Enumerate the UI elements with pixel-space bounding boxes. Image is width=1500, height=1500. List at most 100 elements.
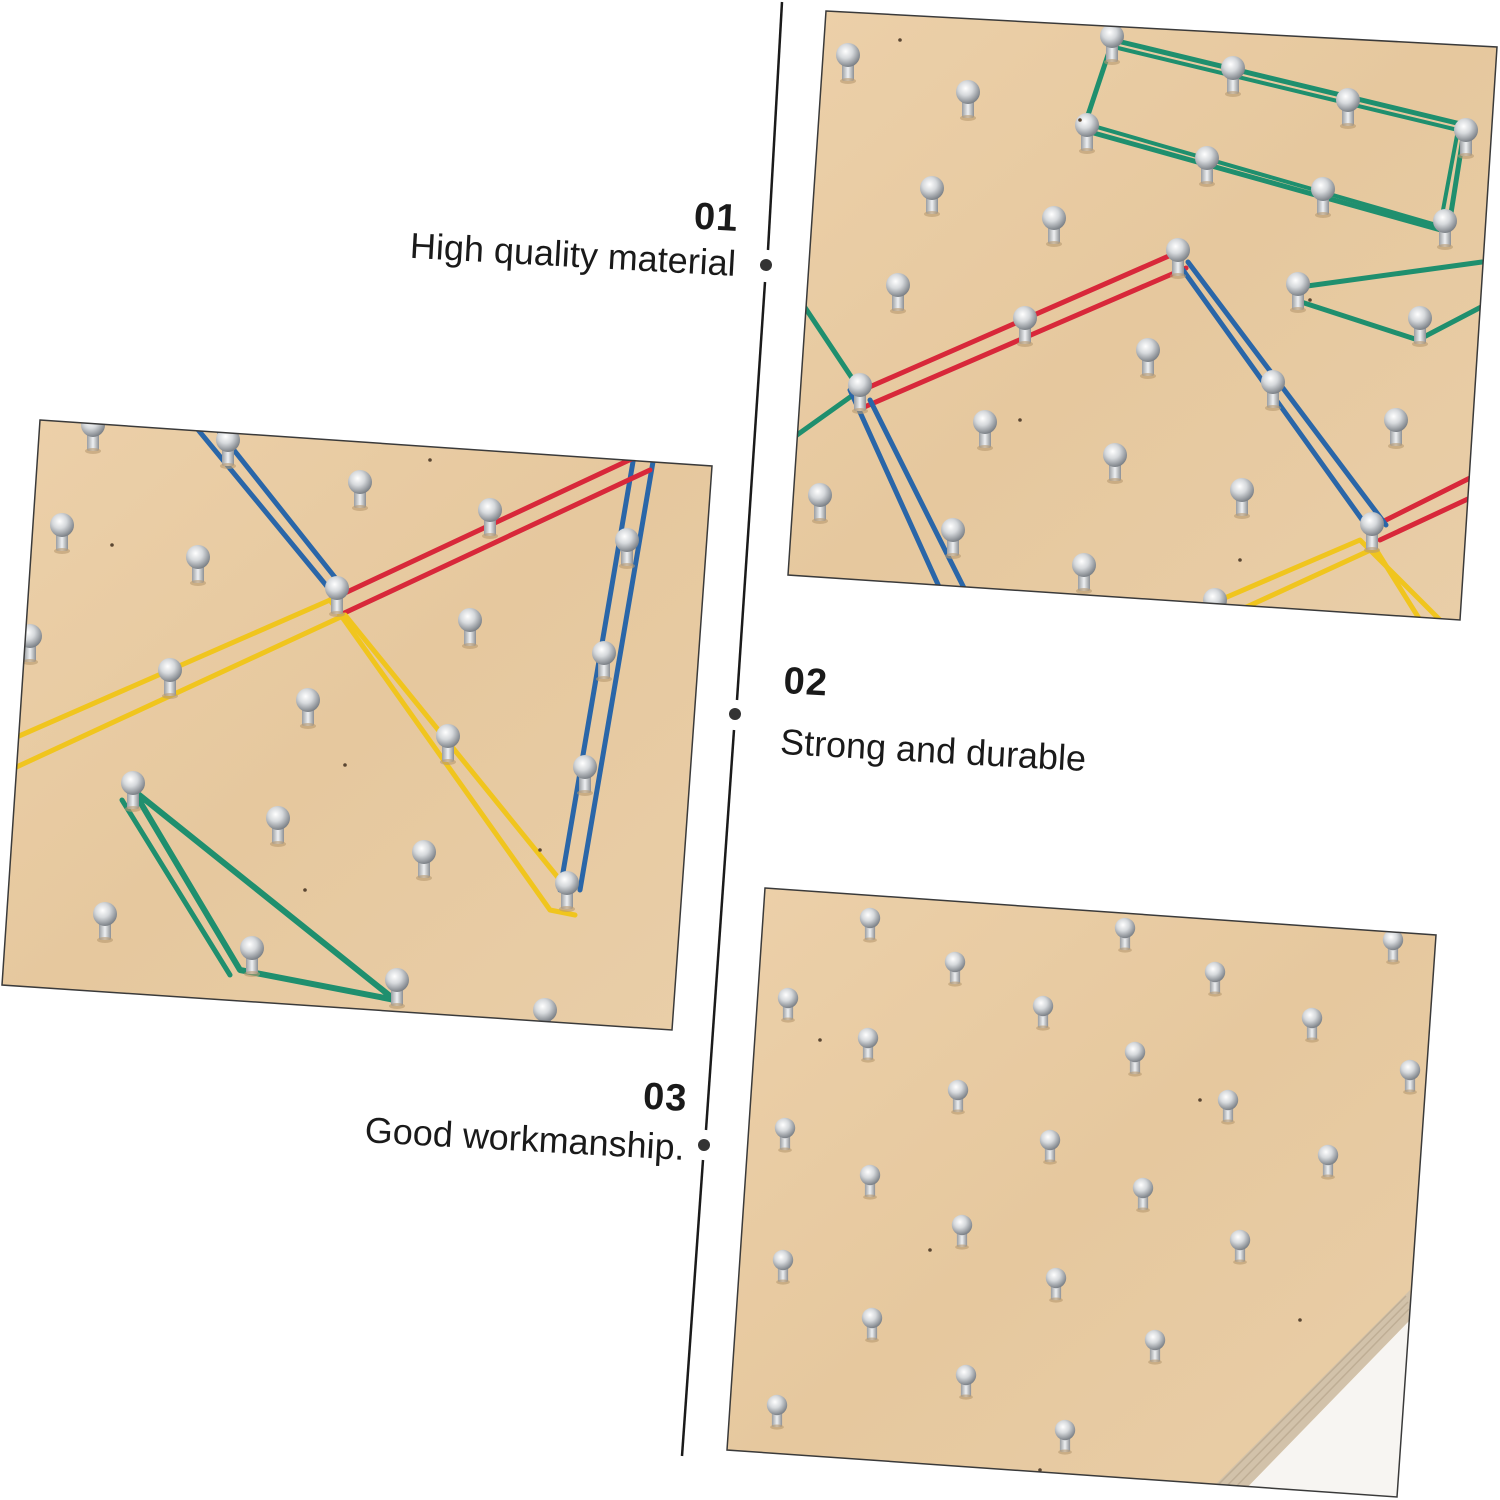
peg [555, 871, 579, 912]
peg-hole [812, 518, 828, 524]
peg [348, 470, 372, 511]
peg-head [766, 1394, 788, 1416]
peg-hole [1305, 1037, 1319, 1043]
peg-hole [1221, 1119, 1235, 1125]
peg [478, 498, 502, 539]
peg-hole [352, 505, 368, 511]
wood-speck [303, 888, 307, 892]
peg [973, 410, 997, 451]
board-side [1235, 1320, 1410, 1497]
peg [50, 513, 74, 554]
peg [861, 1307, 883, 1343]
peg-head [240, 936, 264, 960]
wood-speck [428, 458, 432, 462]
peg-hole [270, 841, 286, 847]
peg-head [1261, 370, 1285, 394]
peg [857, 1027, 879, 1063]
wood-speck [1238, 558, 1242, 562]
peg [186, 545, 210, 586]
peg-head [50, 513, 74, 537]
timeline-segment [766, 1, 784, 251]
photo-border [787, 10, 1498, 621]
peg-head [1408, 306, 1432, 330]
peg-head [1195, 146, 1219, 170]
wood-speck [1078, 118, 1082, 122]
wood-board [2, 420, 712, 1030]
peg [886, 273, 910, 314]
peg-hole [619, 563, 635, 569]
peg-head [772, 1249, 794, 1271]
peg-head [1013, 306, 1037, 330]
peg [944, 951, 966, 987]
peg [951, 1214, 973, 1250]
peg-hole [1233, 1259, 1247, 1265]
peg [920, 176, 944, 217]
peg-head [1229, 1229, 1251, 1251]
peg-head [158, 658, 182, 682]
peg-hole [1058, 1449, 1072, 1455]
peg-head [412, 840, 436, 864]
peg-head [1230, 478, 1254, 502]
peg [1360, 512, 1384, 553]
wood-speck [343, 763, 347, 767]
peg-hole [1118, 947, 1132, 953]
peg [1217, 1089, 1239, 1125]
wood-speck [818, 1038, 822, 1042]
peg [1195, 146, 1219, 187]
peg [458, 608, 482, 649]
peg [1136, 338, 1160, 379]
peg-head [1166, 238, 1190, 262]
peg [1144, 1329, 1166, 1365]
peg-head [955, 1364, 977, 1386]
peg-head [573, 755, 597, 779]
peg-hole [781, 1017, 795, 1023]
peg-head [857, 1027, 879, 1049]
peg [1408, 306, 1432, 347]
peg-head [81, 420, 105, 437]
timeline-segment [704, 729, 736, 1131]
peg-hole [1386, 959, 1400, 965]
peg-hole [861, 1057, 875, 1063]
peg-head [947, 1079, 969, 1101]
peg-hole [462, 643, 478, 649]
peg-hole [951, 1109, 965, 1115]
peg-hole [1412, 341, 1428, 347]
peg [1114, 917, 1136, 953]
peg-hole [960, 115, 976, 121]
peg-hole [1208, 991, 1222, 997]
peg-hole [85, 448, 101, 454]
peg-head [1221, 56, 1245, 80]
rubber-band [557, 447, 638, 893]
peg-head [1217, 1089, 1239, 1111]
peg-hole [416, 875, 432, 881]
plywood-layer [1215, 1301, 1409, 1497]
peg-head [121, 771, 145, 795]
peg-head [1384, 408, 1408, 432]
wood-board [788, 11, 1497, 620]
rubber-band [847, 387, 948, 603]
peg-hole [1207, 623, 1223, 629]
peg [1454, 118, 1478, 159]
plywood-layer [1223, 1308, 1410, 1497]
peg-head [1433, 209, 1457, 233]
peg [774, 1117, 796, 1153]
peg-head [615, 528, 639, 552]
peg-head [18, 624, 42, 648]
peg-hole [1199, 181, 1215, 187]
peg-head [920, 176, 944, 200]
rubber-band [187, 420, 333, 593]
peg-hole [482, 533, 498, 539]
peg [325, 576, 349, 617]
photo-content [766, 907, 1421, 1497]
peg-head [385, 968, 409, 992]
peg-hole [945, 553, 961, 559]
peg-head [1286, 272, 1310, 296]
peg [266, 806, 290, 847]
peg-hole [1234, 513, 1250, 519]
peg-hole [190, 580, 206, 586]
peg [240, 936, 264, 977]
peg-head [348, 470, 372, 494]
peg [533, 998, 557, 1030]
peg-head [1132, 1177, 1154, 1199]
